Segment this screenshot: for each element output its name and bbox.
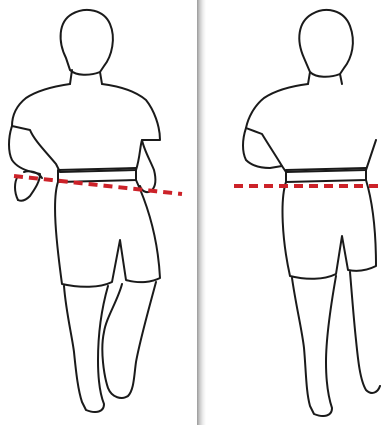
shorts: [283, 180, 376, 279]
panel-level-hips: [206, 0, 381, 425]
shorts: [55, 180, 160, 287]
panel-tilted-hips: [0, 0, 197, 425]
leg-right: [350, 272, 380, 393]
arm-right: [140, 140, 155, 192]
shirt: [12, 84, 160, 172]
leg-right: [102, 282, 156, 398]
arm-left: [9, 126, 40, 201]
head: [61, 10, 113, 75]
panel-divider: [197, 0, 206, 425]
runner-figure-right: [206, 0, 381, 425]
leg-left: [292, 276, 336, 416]
head: [299, 10, 353, 77]
shirt: [246, 84, 376, 172]
runner-figure-left: [0, 0, 197, 425]
